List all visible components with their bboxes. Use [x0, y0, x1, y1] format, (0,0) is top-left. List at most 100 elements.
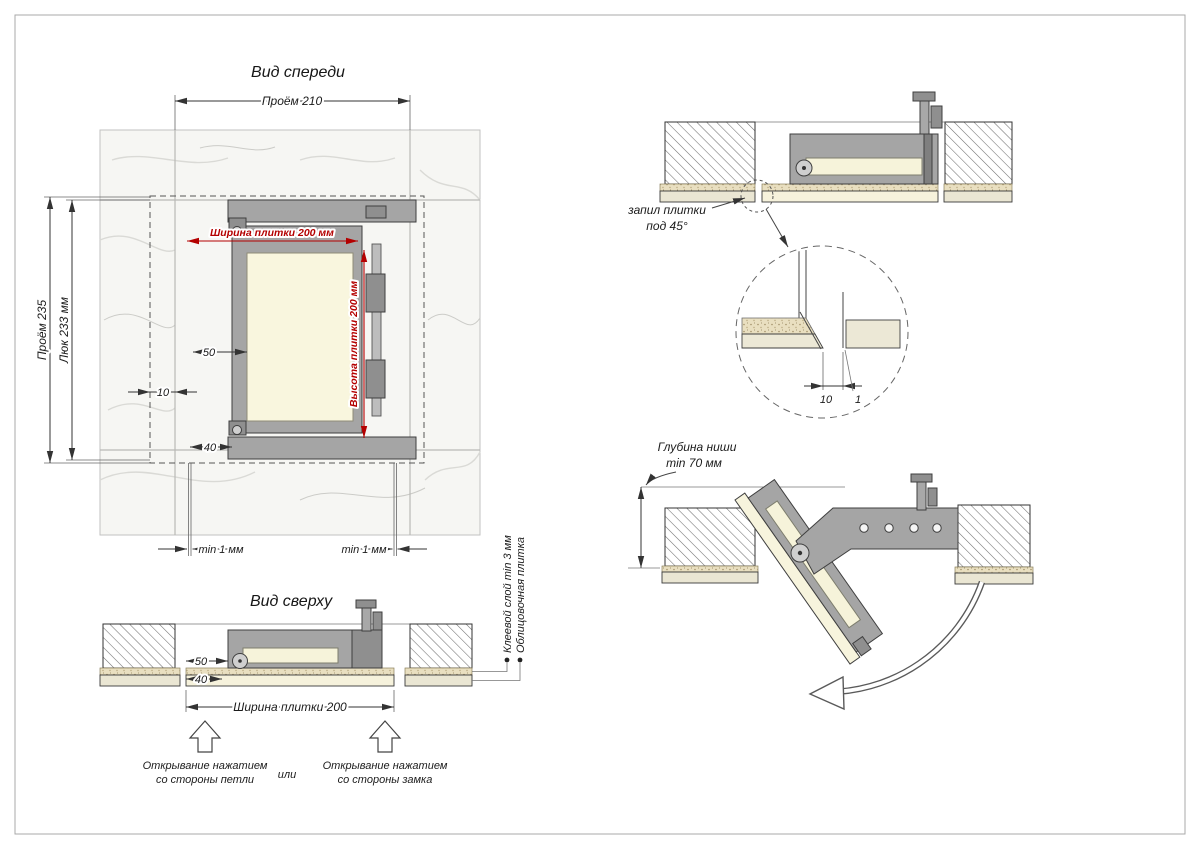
marble-tile-field	[99, 129, 481, 536]
leader-line	[472, 663, 508, 672]
lock-stem	[916, 481, 927, 511]
dim-min-gap-left: min 1 мм	[158, 463, 246, 558]
adhesive-layer-right	[943, 183, 1013, 192]
leader-dot	[517, 657, 523, 663]
adhesive-layer-door	[185, 667, 395, 676]
dim-label-opening-width: Проём 210	[262, 94, 323, 108]
dim-tile-height-red: Высота плитки 200 мм	[346, 250, 368, 438]
hinge-top-pin	[232, 226, 242, 236]
hatch-frame-bottom	[227, 436, 417, 460]
wall-section-left	[102, 623, 176, 669]
adhesive-layer-right	[954, 566, 1034, 574]
view-title-front: Вид спереди	[251, 64, 345, 81]
dim-label-min-gap-right: min 1 мм	[341, 544, 386, 556]
hinge-pivot-center	[802, 166, 806, 170]
lock-side-plate	[372, 611, 383, 631]
dim-label-tile-width: Ширина плитки 200 мм	[210, 227, 334, 239]
hinge-bottom-pin	[232, 425, 242, 435]
detail-content: 10 1	[741, 250, 901, 406]
open-door-latch-end	[852, 635, 872, 657]
lock-body	[351, 629, 383, 669]
lock-strip	[371, 243, 382, 417]
wall-section-right	[957, 504, 1031, 568]
wall-tile-left	[99, 674, 181, 687]
leader-line	[844, 349, 854, 392]
front-view: Вид спереди	[33, 64, 481, 558]
label-facing-tile: Облицовочная плитка	[515, 537, 527, 653]
dim-label-tile-height: Высота плитки 200 мм	[348, 281, 360, 407]
hinge-pivot-center	[238, 659, 242, 663]
hinge-pivot-center	[797, 550, 803, 556]
wall-section-right	[409, 623, 473, 669]
wall-tile-left	[661, 571, 759, 584]
lock-side-plate	[930, 105, 943, 129]
marble-vein	[419, 169, 481, 201]
dim-opening-width: Проём 210	[174, 92, 411, 130]
marble-vein	[424, 451, 481, 481]
arm-hole	[859, 523, 869, 533]
leader-line	[472, 663, 521, 681]
wall-tile-right	[404, 674, 473, 687]
dim-offset-50-top: 50	[186, 654, 228, 670]
dim-offset-40-front: 40	[190, 440, 232, 456]
leader-dot	[504, 657, 510, 663]
leader-line	[645, 471, 677, 486]
lock-keeper	[365, 205, 387, 219]
layer-callouts: Клеевой слой min 3 мм Облицовочная плитк…	[472, 535, 527, 681]
swing-arc-fill	[819, 581, 984, 694]
dim-opening-height: Проём 235	[33, 196, 150, 464]
open-view: Глубина ниши min 70 мм	[628, 440, 1034, 711]
adhesive-layer-detail	[741, 317, 816, 335]
dim-label-10: 10	[157, 387, 170, 399]
top-view: Вид сверху 50 40	[99, 535, 527, 786]
label-open-hinge-line1: Открывание нажатием	[143, 760, 268, 772]
hatch-assembly-front	[227, 199, 417, 460]
marble-vein	[299, 155, 396, 163]
lock-cap	[912, 91, 936, 102]
open-door-assembly	[734, 473, 959, 665]
marble-panel	[99, 129, 481, 536]
label-tile-cut-line2: под 45°	[646, 219, 688, 233]
wall-tile-left	[659, 190, 756, 203]
marble-vein	[99, 235, 176, 252]
lock-block-top	[365, 273, 386, 313]
door-tile-section	[185, 674, 395, 687]
swing-arrow	[808, 580, 986, 711]
door-tile-front	[246, 252, 354, 422]
dim-tile-width-red: Ширина плитки 200 мм	[187, 225, 358, 245]
dim-label-opening-height: Проём 235	[35, 300, 49, 361]
label-open-hinge-line2: со стороны петли	[156, 774, 254, 786]
marble-vein	[99, 471, 256, 483]
open-direction-arrow-lock-icon	[368, 720, 402, 753]
marble-vein	[427, 313, 481, 326]
adhesive-layer-left	[661, 565, 759, 573]
detail-circle	[735, 245, 909, 419]
lock-cap	[355, 599, 377, 609]
door-tile-detail	[845, 319, 901, 349]
dim-label-40: 40	[204, 442, 217, 454]
label-niche-depth-line1: Глубина ниши	[658, 440, 737, 454]
label-or: или	[278, 769, 296, 781]
hatch-assembly-section	[789, 91, 943, 185]
cut-45-line	[799, 311, 822, 350]
dim-label-tile-width-top: Ширина плитки 200	[233, 700, 347, 714]
lock-column	[923, 133, 933, 185]
marble-vein	[199, 145, 276, 151]
opening-direction: Открывание нажатием со стороны петли или…	[143, 720, 448, 786]
adhesive-layer-left	[659, 183, 756, 192]
dim-hatch-height: Люк 233 мм	[55, 199, 150, 461]
dim-label-min-gap-left: min 1 мм	[198, 544, 243, 556]
arm-hole	[884, 523, 894, 533]
dim-label-50: 50	[203, 347, 216, 359]
adhesive-layer-left	[99, 667, 181, 676]
marble-vein	[107, 403, 176, 412]
dim-label-cut-10: 10	[820, 394, 833, 406]
leader-line	[711, 197, 746, 209]
dim-offset-40-top: 40	[186, 672, 222, 688]
dim-label-40: 40	[195, 674, 208, 686]
label-niche-depth-line2: min 70 мм	[666, 456, 722, 470]
marble-vein	[103, 313, 176, 329]
hatch-frame-top	[227, 199, 417, 223]
adhesive-layer-door	[761, 183, 939, 192]
